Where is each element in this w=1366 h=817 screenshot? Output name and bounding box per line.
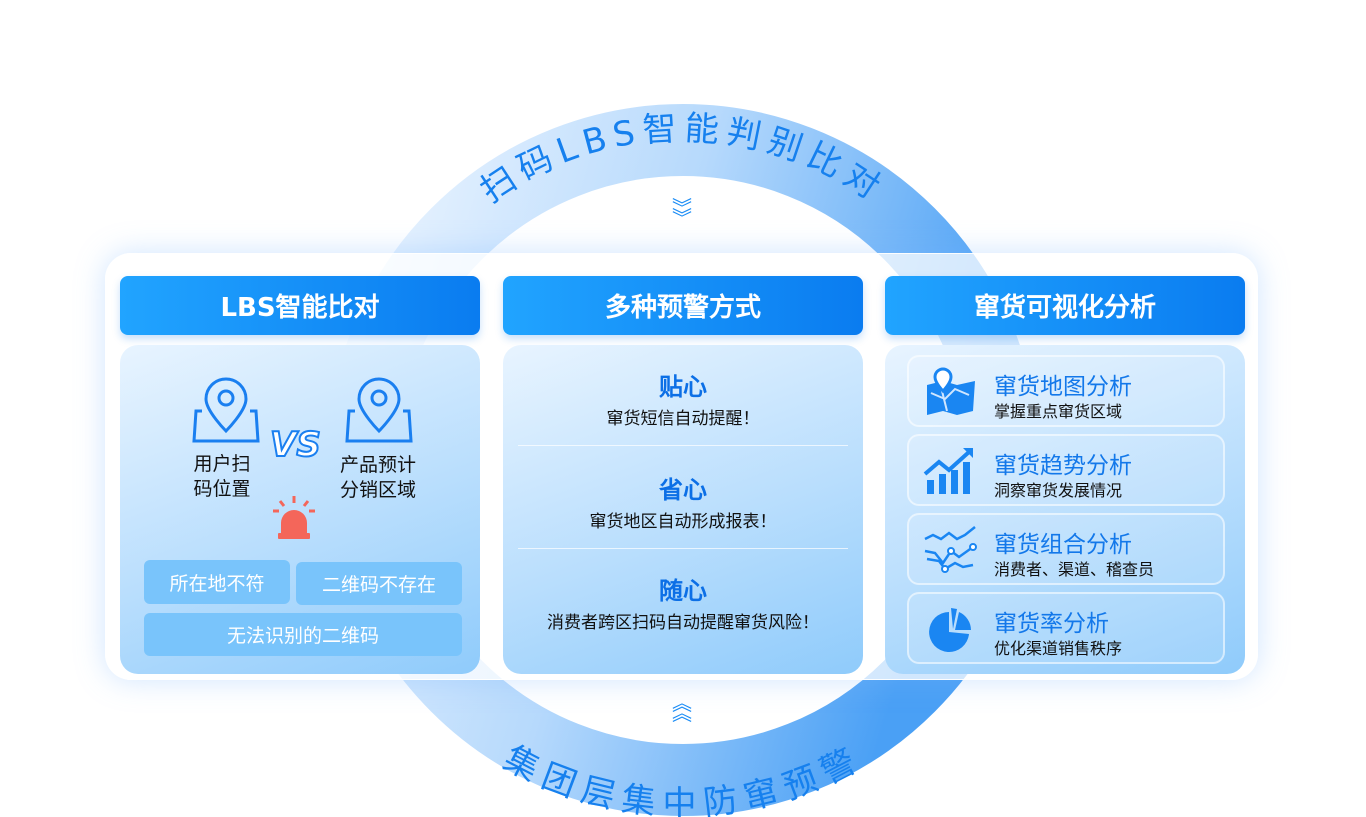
item-title: 窜货率分析 <box>994 611 1109 637</box>
divider <box>518 548 848 549</box>
section-desc: 窜货地区自动形成报表！ <box>589 512 777 532</box>
location-map-icon <box>345 377 413 443</box>
trend-chart-icon <box>923 448 973 494</box>
alert-section: 随心消费者跨区扫码自动提醒窜货风险！ <box>503 571 863 633</box>
user-scan-label-2: 码位置 <box>193 478 251 500</box>
card-title: 多种预警方式 <box>503 276 863 335</box>
analysis-item-combo[interactable]: 窜货组合分析 消费者、渠道、稽查员 <box>907 513 1225 585</box>
item-title: 窜货组合分析 <box>994 532 1132 558</box>
card-visual-analysis: 窜货可视化分析 窜货地图分析 掌握重点窜货区域 窜货趋势分析 洞察窜货发展情况 … <box>885 276 1245 674</box>
pie-chart-icon <box>929 608 971 652</box>
analysis-item-map[interactable]: 窜货地图分析 掌握重点窜货区域 <box>907 355 1225 427</box>
card-lbs-compare: LBS智能比对 VS 用户扫码位置 产品预计分销区域 所在地不符 二维码不存在 … <box>120 276 480 674</box>
chevron-up-icon: ︽︽ <box>672 691 692 725</box>
map-icon <box>927 367 975 415</box>
chevron-down-icon: ︾︾ <box>672 196 692 230</box>
card-title: LBS智能比对 <box>120 276 480 335</box>
item-desc: 优化渠道销售秩序 <box>994 639 1123 658</box>
analysis-item-rate[interactable]: 窜货率分析 优化渠道销售秩序 <box>907 592 1225 664</box>
user-scan-label: 用户扫 <box>193 453 251 475</box>
card-alert-methods: 多种预警方式 贴心窜货短信自动提醒！ 省心窜货地区自动形成报表！ 随心消费者跨区… <box>503 276 863 674</box>
section-desc: 消费者跨区扫码自动提醒窜货风险！ <box>547 613 819 633</box>
item-desc: 掌握重点窜货区域 <box>994 402 1123 421</box>
alarm-icon <box>273 496 315 539</box>
section-desc: 窜货短信自动提醒！ <box>606 409 760 429</box>
section-title: 贴心 <box>659 373 707 401</box>
vs-text: VS <box>269 424 322 466</box>
section-title: 随心 <box>659 577 707 605</box>
section-title: 省心 <box>659 476 707 504</box>
product-region-label: 产品预计 <box>339 454 416 476</box>
line-combo-icon <box>924 526 977 573</box>
tag-code-not-exist: 二维码不存在 <box>296 562 462 605</box>
analysis-item-trend[interactable]: 窜货趋势分析 洞察窜货发展情况 <box>907 434 1225 506</box>
item-desc: 洞察窜货发展情况 <box>994 481 1123 500</box>
alert-section: 省心窜货地区自动形成报表！ <box>503 470 863 532</box>
product-region-label-2: 分销区域 <box>339 479 416 501</box>
item-title: 窜货地图分析 <box>994 374 1132 400</box>
divider <box>518 445 848 446</box>
item-desc: 消费者、渠道、稽查员 <box>994 560 1155 579</box>
tag-location-mismatch: 所在地不符 <box>144 560 290 604</box>
alert-section: 贴心窜货短信自动提醒！ <box>503 367 863 429</box>
item-title: 窜货趋势分析 <box>994 453 1132 479</box>
card-title: 窜货可视化分析 <box>885 276 1245 335</box>
location-map-icon <box>192 377 260 443</box>
tag-unrecognized-code: 无法识别的二维码 <box>144 613 462 656</box>
